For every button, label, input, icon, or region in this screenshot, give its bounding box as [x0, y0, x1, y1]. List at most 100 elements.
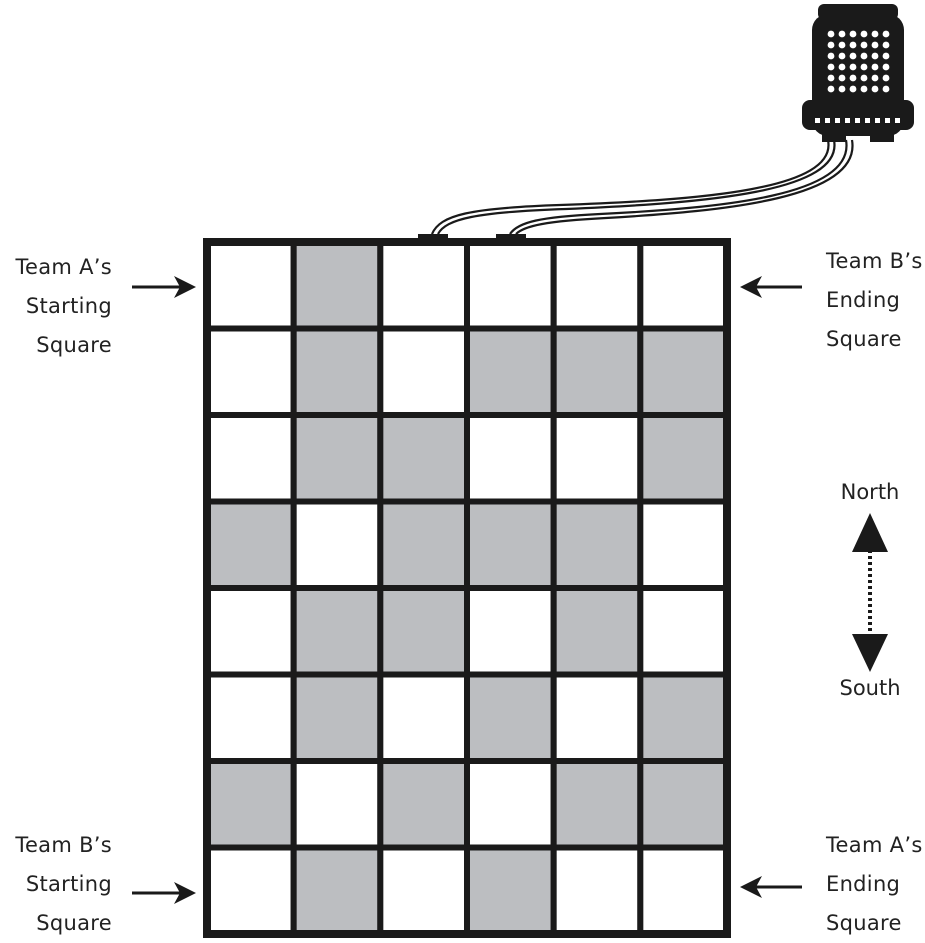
led-dot	[828, 42, 835, 49]
arrow-right-icon	[132, 882, 196, 904]
led-dot	[861, 31, 868, 38]
led-dot	[828, 86, 835, 93]
led-dot	[861, 75, 868, 82]
maze-grid	[207, 242, 727, 934]
open-square	[207, 675, 294, 762]
led-dot	[883, 86, 890, 93]
vent-slot	[825, 118, 830, 123]
shaded-square	[294, 588, 381, 675]
open-square	[554, 415, 641, 502]
compass-arrow	[852, 513, 888, 672]
led-dot	[872, 31, 879, 38]
led-dot	[872, 53, 879, 60]
led-dot	[872, 42, 879, 49]
vent-slot	[835, 118, 840, 123]
open-square	[207, 848, 294, 935]
led-dot	[883, 42, 890, 49]
south-arrowhead-icon	[852, 634, 888, 672]
led-dot	[839, 75, 846, 82]
open-square	[467, 415, 554, 502]
shaded-square	[380, 588, 467, 675]
led-dot	[828, 31, 835, 38]
led-dot	[872, 75, 879, 82]
shaded-square	[294, 848, 381, 935]
shaded-square	[640, 761, 727, 848]
north-label: North	[810, 480, 925, 504]
open-square	[467, 588, 554, 675]
open-square	[640, 848, 727, 935]
shaded-square	[467, 502, 554, 589]
open-square	[207, 242, 294, 329]
open-square	[640, 588, 727, 675]
led-dot	[850, 53, 857, 60]
team-b-starting-label: Team B’s Starting Square	[0, 826, 112, 943]
arrow-left-icon	[740, 276, 802, 298]
team-a-ending-label: Team A’s Ending Square	[826, 826, 925, 943]
open-square	[207, 588, 294, 675]
open-square	[554, 675, 641, 762]
vent-slot	[845, 118, 850, 123]
vent-slot	[865, 118, 870, 123]
shaded-square	[554, 502, 641, 589]
led-dot	[839, 53, 846, 60]
shaded-square	[207, 761, 294, 848]
vent-slot	[855, 118, 860, 123]
led-dot	[850, 64, 857, 71]
open-square	[467, 242, 554, 329]
vent-slot	[895, 118, 900, 123]
led-dot	[828, 53, 835, 60]
open-square	[380, 848, 467, 935]
led-dot	[839, 86, 846, 93]
arrow-left-icon	[740, 876, 802, 898]
led-dot	[828, 75, 835, 82]
shaded-square	[467, 329, 554, 416]
open-square	[554, 242, 641, 329]
open-square	[380, 675, 467, 762]
shaded-square	[294, 242, 381, 329]
open-square	[640, 242, 727, 329]
vent-slot	[875, 118, 880, 123]
team-a-starting-label: Team A’s Starting Square	[0, 248, 112, 365]
electronic-controller-icon	[802, 4, 914, 142]
arrow-right-icon	[132, 276, 196, 298]
led-dot	[850, 86, 857, 93]
led-dot	[839, 42, 846, 49]
open-square	[380, 242, 467, 329]
led-dot	[872, 64, 879, 71]
open-square	[554, 848, 641, 935]
led-dot	[861, 86, 868, 93]
led-dot	[883, 75, 890, 82]
shaded-square	[554, 329, 641, 416]
shaded-square	[467, 848, 554, 935]
open-square	[380, 329, 467, 416]
led-dot	[861, 53, 868, 60]
shaded-square	[640, 675, 727, 762]
north-arrowhead-icon	[852, 513, 888, 552]
led-dot	[850, 42, 857, 49]
open-square	[207, 415, 294, 502]
led-dot	[861, 42, 868, 49]
open-square	[467, 761, 554, 848]
led-dot	[839, 64, 846, 71]
vent-slot	[815, 118, 820, 123]
vent-slot	[885, 118, 890, 123]
controller-cables	[432, 140, 853, 234]
shaded-square	[294, 329, 381, 416]
shaded-square	[554, 761, 641, 848]
open-square	[294, 502, 381, 589]
open-square	[640, 502, 727, 589]
led-dot	[828, 64, 835, 71]
led-dot	[850, 75, 857, 82]
led-dot	[839, 31, 846, 38]
led-dot	[850, 31, 857, 38]
open-square	[207, 329, 294, 416]
open-square	[294, 761, 381, 848]
shaded-square	[294, 415, 381, 502]
led-dot	[861, 64, 868, 71]
shaded-square	[380, 761, 467, 848]
shaded-square	[640, 329, 727, 416]
shaded-square	[380, 415, 467, 502]
shaded-square	[207, 502, 294, 589]
led-dot	[883, 64, 890, 71]
